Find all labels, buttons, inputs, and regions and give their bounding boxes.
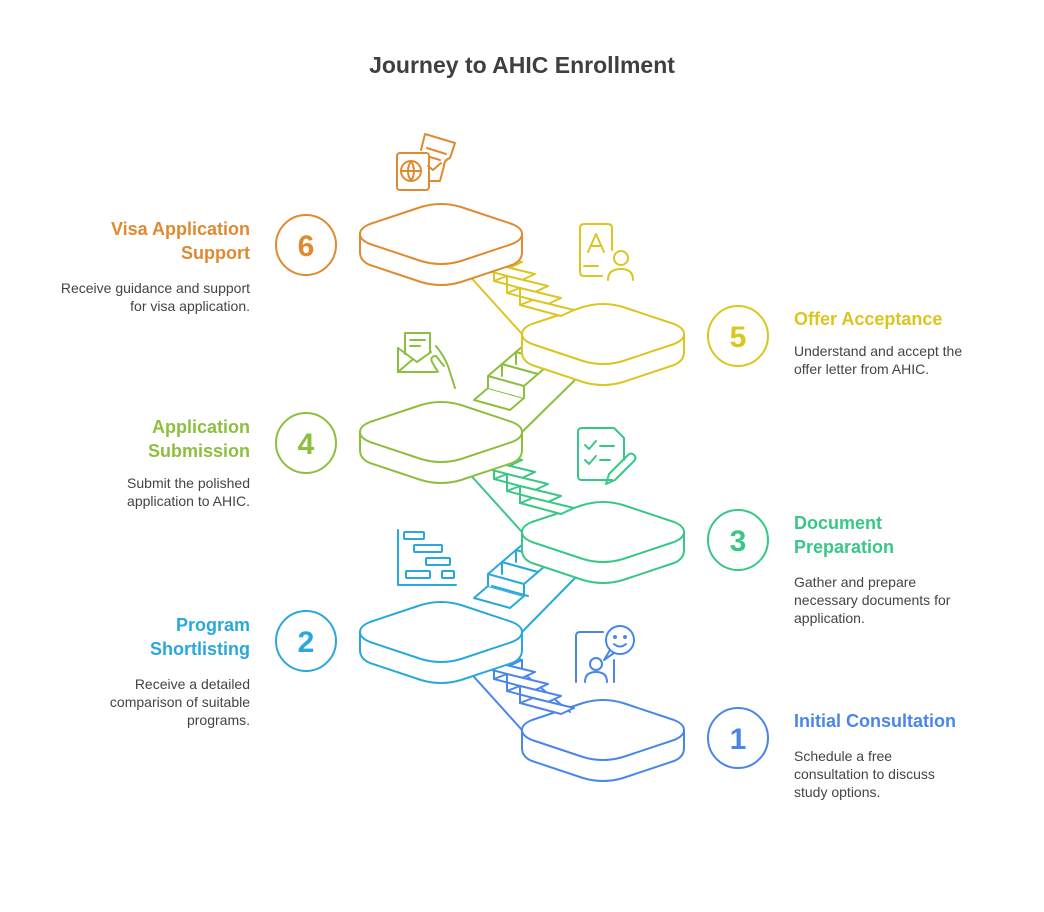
- step-4-title: Application Submission: [147, 417, 250, 461]
- step-6-title: Visa Application Support: [110, 219, 250, 263]
- number-2: 2: [298, 626, 315, 659]
- consultation-chat-icon: [575, 625, 635, 683]
- number-5: 5: [730, 321, 747, 354]
- passport-ticket-icon: [396, 133, 456, 191]
- step-5-description: Understand and accept the offer letter f…: [794, 343, 963, 377]
- landing-6: [359, 203, 523, 286]
- page-title: Journey to AHIC Enrollment: [369, 52, 675, 78]
- step-1-title: Initial Consultation: [794, 711, 956, 731]
- landing-5: [521, 303, 685, 386]
- number-badge-5: 5: [707, 305, 769, 367]
- number-badge-3: 3: [707, 509, 769, 571]
- number-3: 3: [730, 525, 747, 558]
- step-6-description: Receive guidance and support for visa ap…: [60, 280, 250, 314]
- step-3-description: Gather and prepare necessary documents f…: [794, 574, 951, 626]
- checklist-edit-icon: [577, 427, 637, 485]
- envelope-hand-icon: [397, 332, 456, 389]
- number-4: 4: [298, 428, 315, 461]
- number-1: 1: [730, 723, 747, 756]
- landing-1: [521, 699, 685, 782]
- gantt-chart-icon: [397, 529, 457, 586]
- number-6: 6: [298, 230, 315, 263]
- number-badge-1: 1: [707, 707, 769, 769]
- grade-certificate-icon: [579, 223, 634, 281]
- step-4-description: Submit the polished application to AHIC.: [127, 475, 250, 509]
- landing-2: [359, 601, 523, 684]
- landing-4: [359, 401, 523, 484]
- number-badge-2: 2: [275, 610, 337, 672]
- landing-3: [521, 501, 685, 584]
- number-badge-6: 6: [275, 214, 337, 276]
- step-2-title: Program Shortlisting: [150, 615, 250, 659]
- step-2-description: Receive a detailed comparison of suitabl…: [109, 676, 250, 728]
- number-badge-4: 4: [275, 412, 337, 474]
- step-3-title: Document Preparation: [794, 513, 895, 557]
- step-1-description: Schedule a free consultation to discuss …: [794, 748, 935, 800]
- step-5-title: Offer Acceptance: [794, 309, 943, 329]
